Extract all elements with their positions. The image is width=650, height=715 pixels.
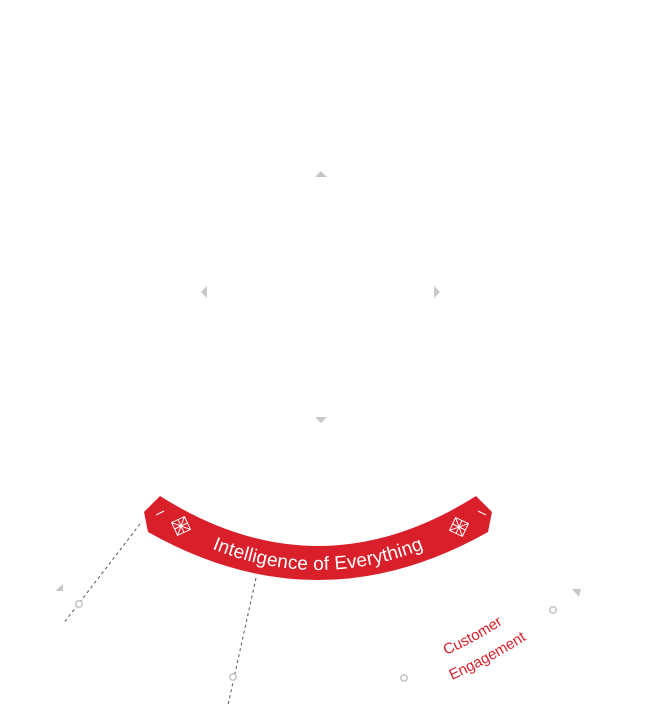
band-tick-left [155, 510, 165, 516]
corner-marker-left-icon [55, 584, 63, 591]
connectors [62, 523, 257, 706]
intelligence-band: Intelligence of Everything [144, 496, 492, 580]
diamond-network-icon [170, 515, 192, 537]
diamond-network-icon [448, 516, 470, 538]
connector-left [62, 523, 141, 625]
connector-center [227, 577, 257, 706]
band-shape [144, 496, 492, 580]
corner-marker-right-icon [572, 589, 581, 597]
node-dot [548, 605, 557, 614]
node-dot [229, 672, 238, 681]
arrow-markers [55, 171, 581, 597]
band-tick-right [477, 510, 487, 516]
arrow-left-icon [201, 286, 207, 298]
arrow-down-icon [315, 417, 327, 423]
node-dot [75, 599, 84, 608]
arrow-right-icon [434, 286, 440, 298]
arrow-up-icon [315, 171, 327, 177]
nodes [75, 599, 557, 682]
segment-customer-engagement[interactable]: Customer Engagement [441, 613, 530, 684]
node-dot [399, 673, 408, 682]
